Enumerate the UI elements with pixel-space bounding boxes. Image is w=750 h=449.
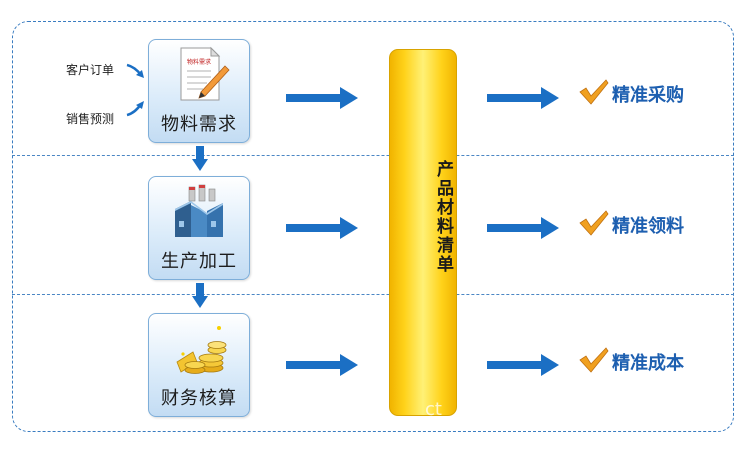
- sales-forecast-label: 销售预测: [66, 112, 115, 126]
- factory-icon: [175, 184, 223, 237]
- document-title-text: 物料需求: [187, 58, 211, 66]
- row-divider-1: [12, 155, 734, 156]
- checkmark-icon: [579, 347, 609, 373]
- customer-order-label: 客户订单: [66, 63, 115, 77]
- material-requirements-box: 物料需求 物料需求: [148, 39, 250, 143]
- right-arrow-step3: [286, 354, 358, 376]
- right-arrow-result3: [487, 354, 559, 376]
- result-cost-label: 精准成本: [612, 353, 684, 374]
- finance-label: 财务核算: [161, 388, 237, 409]
- result-material-issue-label: 精准领料: [612, 216, 684, 237]
- right-arrow-step2: [286, 217, 358, 239]
- production-label: 生产加工: [161, 251, 237, 272]
- forecast-arrow: [126, 101, 144, 117]
- checkmark-icon: [579, 79, 609, 105]
- right-arrow-result2: [487, 217, 559, 239]
- result-procurement-label: 精准采购: [612, 85, 684, 106]
- order-arrow: [126, 63, 144, 78]
- down-arrow-2: [192, 283, 208, 308]
- finance-box: 财务核算: [148, 313, 250, 417]
- outer-frame: [12, 21, 734, 432]
- bom-label: 产品材料清单: [433, 160, 453, 274]
- checkmark-icon: [579, 210, 609, 236]
- material-requirements-label: 物料需求: [161, 114, 237, 135]
- bom-bar: 产品材料清单: [389, 49, 457, 416]
- watermark-text: ct: [425, 399, 442, 420]
- right-arrow-result1: [487, 87, 559, 109]
- document-pencil-icon: 物料需求: [180, 46, 230, 101]
- down-arrow-1: [192, 146, 208, 171]
- result-material-issue: 精准领料: [578, 209, 728, 239]
- right-arrow-step1: [286, 87, 358, 109]
- result-procurement: 精准采购: [578, 78, 728, 108]
- production-box: 生产加工: [148, 176, 250, 280]
- result-cost: 精准成本: [578, 346, 728, 376]
- row-divider-2: [12, 294, 734, 295]
- gold-coins-icon: [176, 326, 227, 374]
